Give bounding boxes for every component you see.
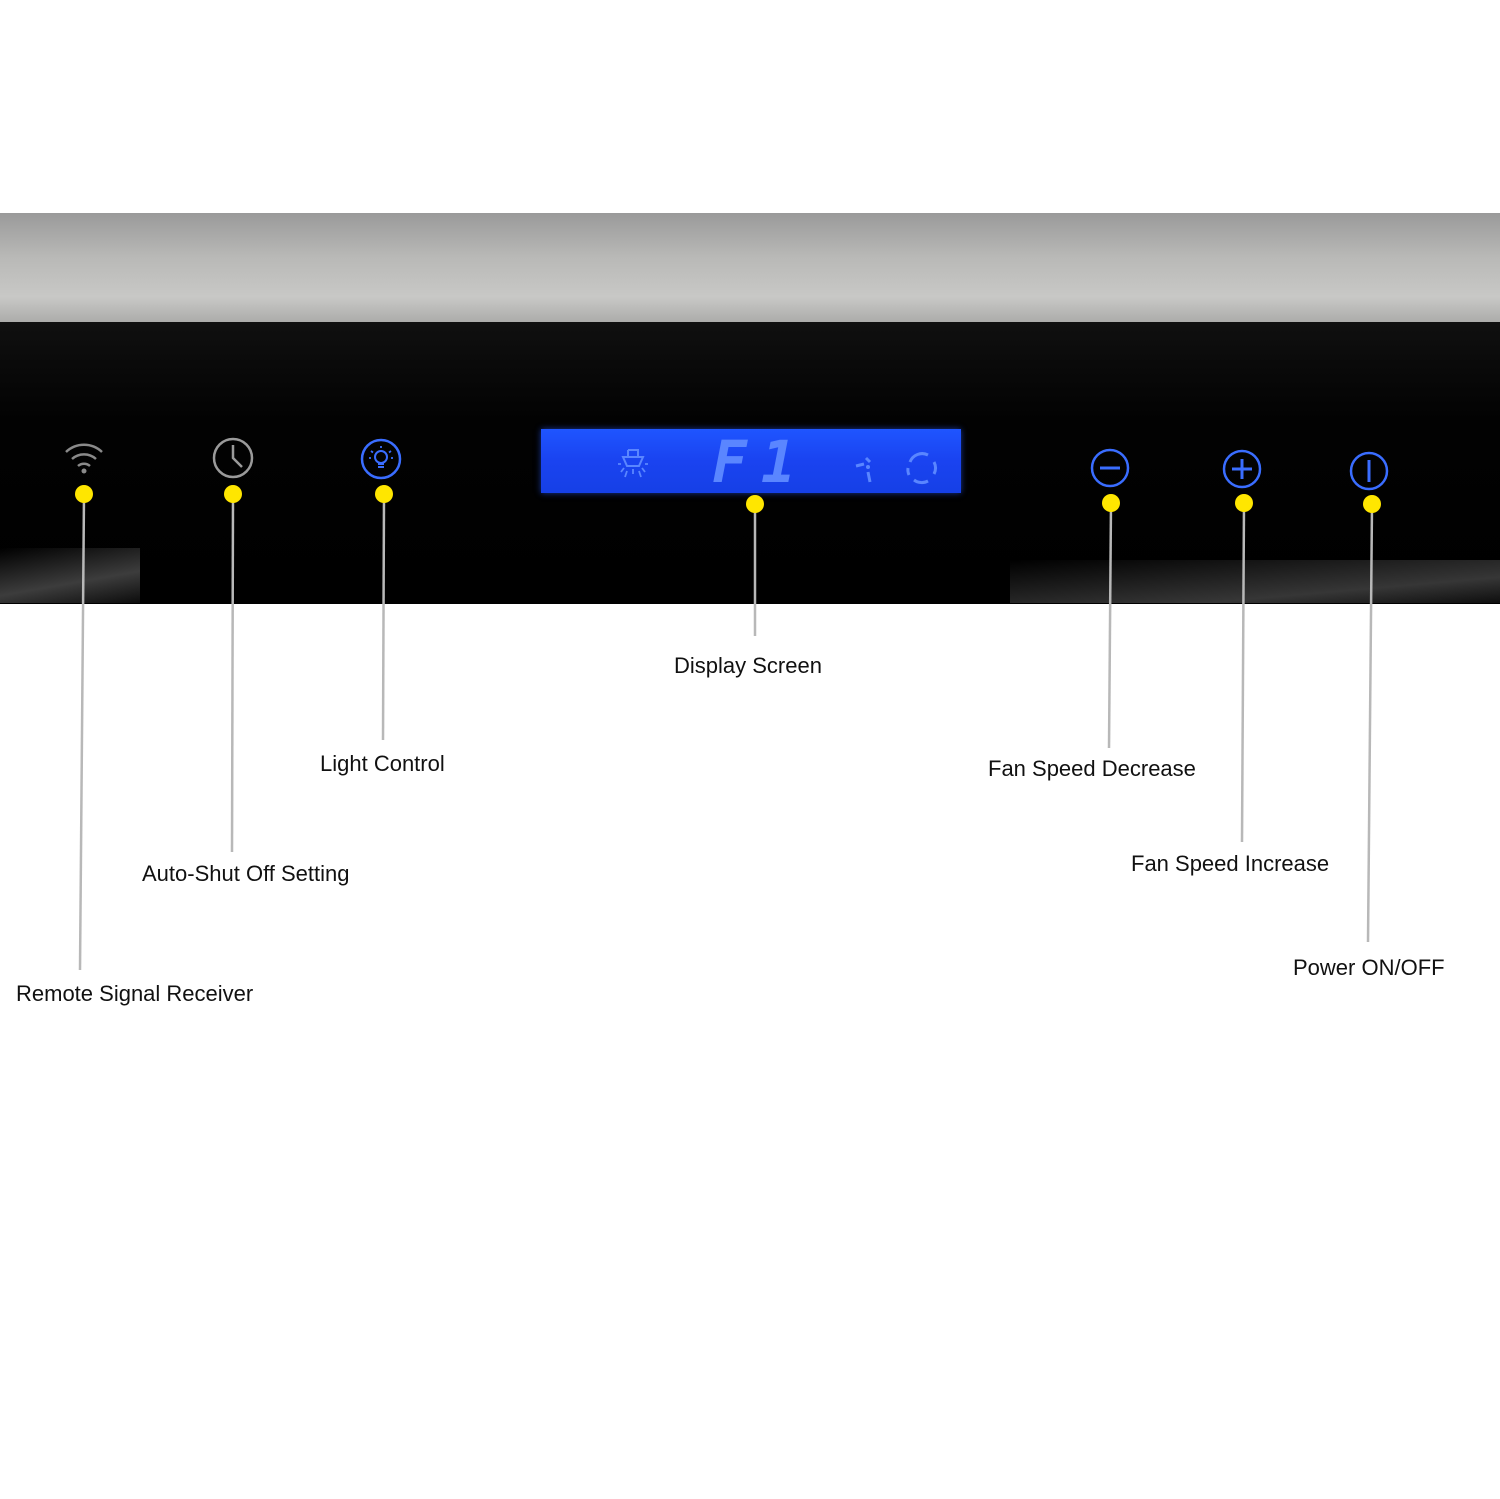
label-display-screen: Display Screen [674, 653, 822, 678]
power-icon[interactable] [1346, 448, 1392, 494]
label-auto-shut-off: Auto-Shut Off Setting [142, 861, 350, 886]
leader-line [1240, 502, 1246, 843]
leader-line [1366, 504, 1374, 943]
clock-icon[interactable] [210, 435, 256, 481]
marker-dot [375, 485, 393, 503]
label-fan-speed-decrease: Fan Speed Decrease [988, 756, 1196, 781]
label-fan-speed-increase: Fan Speed Increase [1131, 851, 1330, 876]
glass-reflection [1010, 560, 1500, 603]
wifi-icon [65, 443, 103, 474]
plus-icon[interactable] [1219, 446, 1265, 492]
stainless-steel-panel [0, 213, 1500, 325]
range-hood-icon [618, 449, 648, 478]
marker-dot [746, 495, 764, 513]
fan-icon [855, 456, 872, 483]
label-power-on-off: Power ON/OFF [1293, 955, 1445, 980]
display-code: F1 [712, 428, 810, 496]
leader-line [230, 494, 235, 853]
marker-dot [224, 485, 242, 503]
glass-reflection [0, 548, 140, 603]
cycle-icon [906, 452, 937, 485]
leader-line [78, 494, 86, 971]
minus-icon[interactable] [1087, 445, 1133, 491]
leader-line [1107, 502, 1113, 749]
marker-dot [1363, 495, 1381, 513]
light-bulb-icon[interactable] [358, 436, 404, 482]
marker-dot [1235, 494, 1253, 512]
marker-dot [75, 485, 93, 503]
leader-line [381, 494, 386, 741]
display-screen [541, 429, 961, 493]
label-light-control: Light Control [320, 751, 445, 776]
label-remote-signal-receiver: Remote Signal Receiver [16, 981, 254, 1006]
marker-dot [1102, 494, 1120, 512]
